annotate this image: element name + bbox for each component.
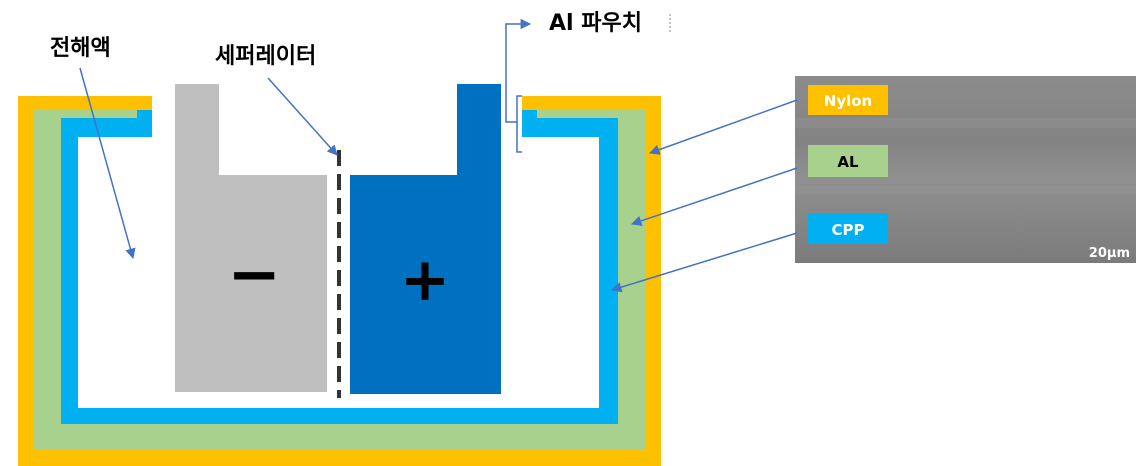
separator-arrow xyxy=(268,78,337,155)
legend-cpp-label: CPP xyxy=(832,221,865,239)
legend-al-label: AL xyxy=(837,153,859,171)
positive-sign: + xyxy=(400,245,450,315)
legend-cpp: CPP xyxy=(808,213,888,244)
sem-cross-section: Nylon AL CPP 20μm xyxy=(795,76,1136,263)
legend-nylon: Nylon xyxy=(808,85,888,115)
electrolyte-label: 전해액 xyxy=(50,36,111,61)
scale-bar-label: 20μm xyxy=(1089,246,1130,261)
positive-electrode xyxy=(350,84,501,394)
legend-nylon-label: Nylon xyxy=(824,92,872,110)
cpp-flap-right xyxy=(522,110,537,137)
legend-al: AL xyxy=(808,145,888,177)
negative-sign: − xyxy=(227,238,281,312)
separator-label: 세퍼레이터 xyxy=(215,44,316,69)
pouch-label: Al 파우치 xyxy=(549,11,642,36)
cpp-flap-left xyxy=(137,110,152,137)
nylon-arrow xyxy=(650,100,797,153)
